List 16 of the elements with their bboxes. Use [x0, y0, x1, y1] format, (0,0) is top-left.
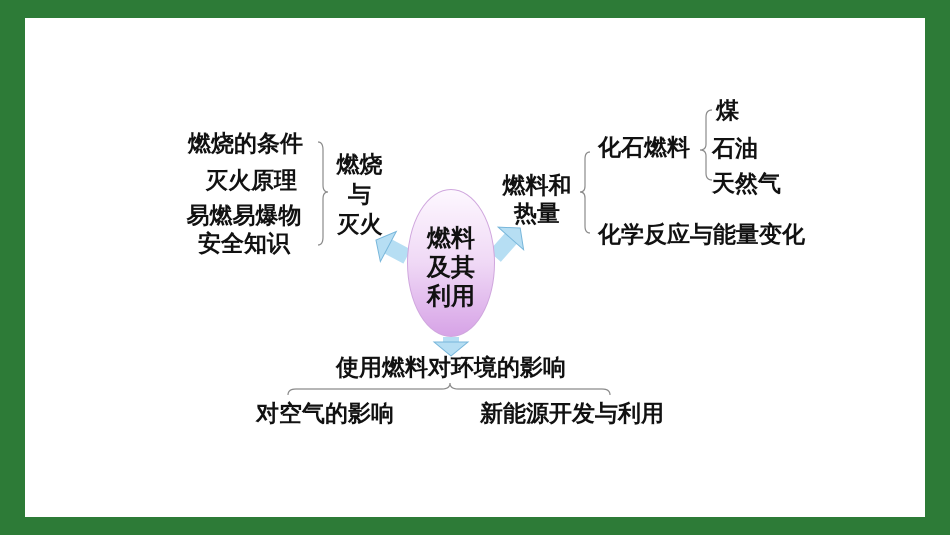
- subtopic-label: 新能源开发与利用: [480, 400, 664, 428]
- subtopic-label: 煤: [716, 97, 739, 125]
- subtopic-label: 石油: [712, 135, 758, 163]
- subtopic-label: 灭火原理: [205, 167, 297, 195]
- topic-label: 燃烧与灭火: [336, 150, 383, 240]
- topic-ellipse: [407, 189, 495, 337]
- topic-label: 使用燃料对环境的影响: [333, 356, 569, 380]
- topic-label: 燃料及其利用: [426, 224, 476, 311]
- subtopic-label: 化学反应与能量变化: [598, 221, 805, 249]
- topic-label: 燃料和热量: [502, 172, 572, 228]
- block-arrow: [434, 337, 468, 356]
- subtopic-label: 天然气: [712, 170, 781, 198]
- subtopic-label: 化石燃料: [598, 134, 690, 162]
- subtopic-label: 易燃易爆物安全知识: [186, 202, 302, 258]
- subtopic-label: 燃烧的条件: [188, 130, 303, 158]
- subtopic-label: 对空气的影响: [256, 400, 394, 428]
